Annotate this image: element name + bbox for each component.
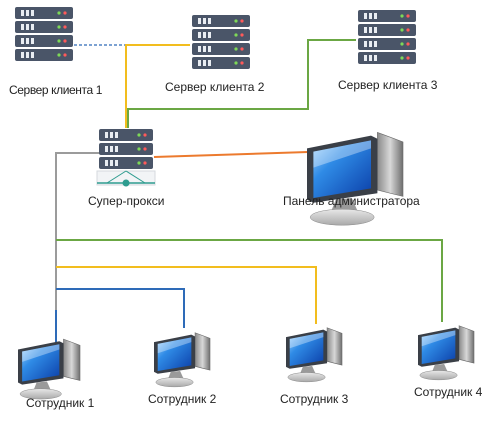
link-emp3 bbox=[56, 266, 317, 324]
server1-label: Сервер клиента 1 bbox=[9, 83, 102, 97]
link-server2-proxy bbox=[125, 44, 190, 128]
link-proxy-admin bbox=[153, 151, 309, 158]
server2-label: Сервер клиента 2 bbox=[165, 80, 265, 94]
employee1-label: Сотрудник 1 bbox=[26, 396, 95, 410]
server1-icon bbox=[15, 7, 73, 61]
employee4-monitor-icon bbox=[418, 325, 475, 381]
proxy-server-icon bbox=[96, 129, 156, 187]
link-proxy-trunk bbox=[55, 152, 100, 343]
server3-icon bbox=[358, 10, 416, 64]
employee2-label: Сотрудник 2 bbox=[148, 392, 217, 406]
employee2-monitor-icon bbox=[154, 332, 211, 388]
proxy-label: Супер-прокси bbox=[88, 194, 165, 208]
employee3-monitor-icon bbox=[286, 327, 343, 383]
link-server3-proxy bbox=[127, 39, 356, 128]
connections bbox=[55, 39, 443, 343]
link-emp4 bbox=[56, 239, 443, 322]
admin-monitor-icon bbox=[307, 131, 404, 226]
employee4-label: Сотрудник 4 bbox=[414, 385, 483, 399]
admin-label: Панель администратора bbox=[283, 194, 420, 208]
server2-icon bbox=[192, 15, 250, 69]
employee1-monitor-icon bbox=[18, 338, 81, 400]
server3-label: Сервер клиента 3 bbox=[338, 78, 438, 92]
employee3-label: Сотрудник 3 bbox=[280, 392, 349, 406]
link-emp2 bbox=[56, 288, 185, 328]
